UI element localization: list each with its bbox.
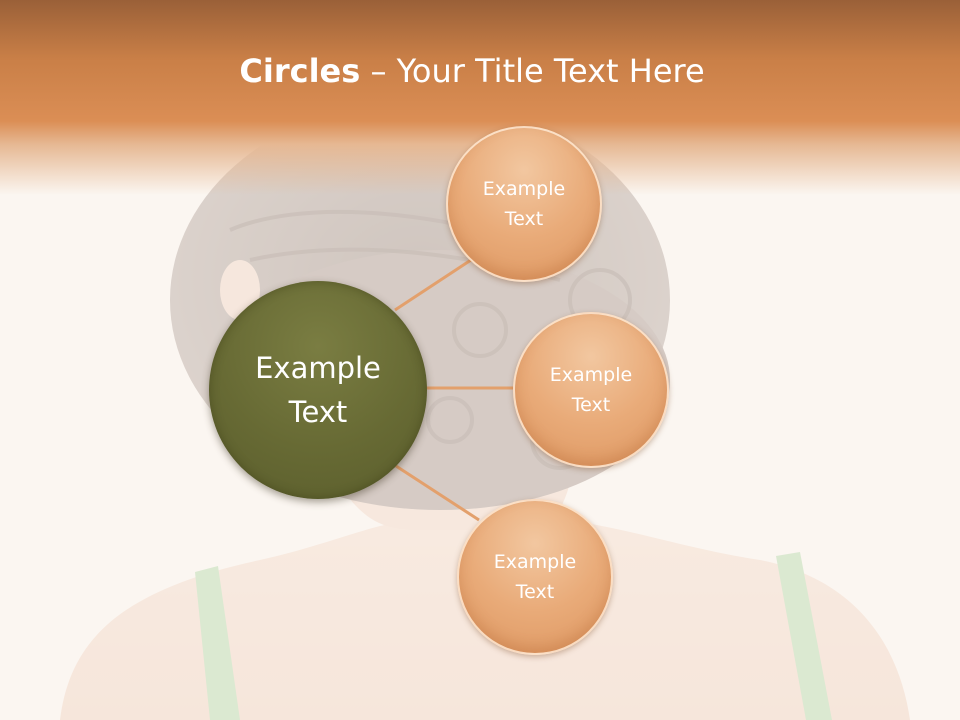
node-circle-bottom[interactable]: Example Text (457, 499, 613, 655)
center-circle-line1: Example (255, 351, 381, 385)
title-bold: Circles (239, 52, 361, 90)
node-bottom-line1: Example (493, 551, 577, 573)
node-circle-middle[interactable]: Example Text (513, 312, 669, 468)
connector-line-1 (394, 256, 475, 312)
node-top-line2: Text (504, 208, 544, 230)
center-circle-line2: Text (288, 395, 348, 429)
node-bottom-line2: Text (515, 581, 555, 603)
center-circle[interactable]: Example Text (209, 281, 427, 499)
node-top-line1: Example (482, 178, 566, 200)
slide-title: Circles – Your Title Text Here (0, 52, 944, 90)
node-circle-top[interactable]: Example Text (446, 126, 602, 282)
node-middle-line2: Text (571, 394, 611, 416)
connector-line-3 (395, 464, 480, 522)
title-rest: – Your Title Text Here (360, 52, 705, 90)
node-middle-line1: Example (549, 364, 633, 386)
